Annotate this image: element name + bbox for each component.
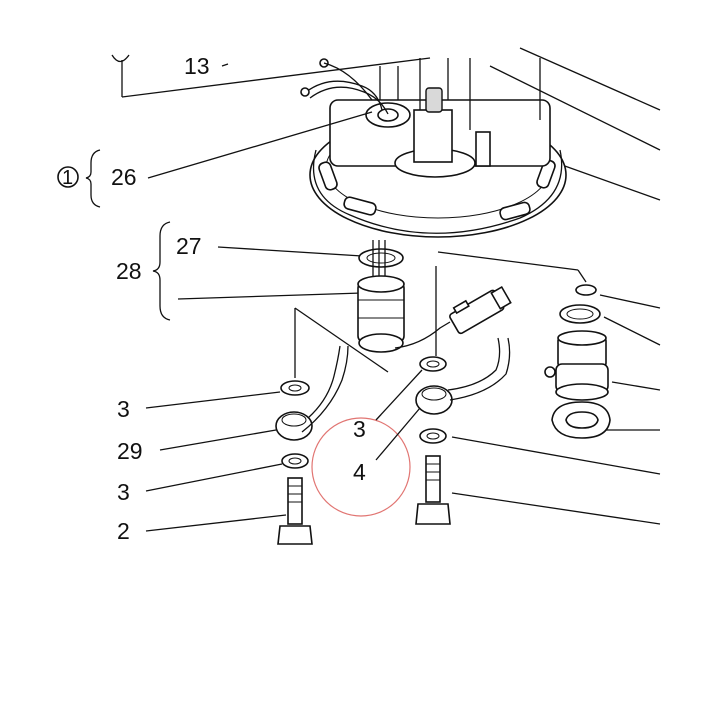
leader-right-9 xyxy=(451,492,661,525)
sensor-cable xyxy=(394,321,451,349)
leader-3-top xyxy=(145,391,281,409)
guide-flange xyxy=(437,251,579,271)
connector xyxy=(449,285,512,335)
label-13: 13 xyxy=(184,53,210,79)
leader-right-2 xyxy=(489,65,661,151)
pipe-4-b xyxy=(449,337,511,401)
label-3-bottom: 3 xyxy=(117,479,130,505)
label-29: 29 xyxy=(117,438,143,464)
leader-26 xyxy=(147,111,373,179)
leader-3-bottom xyxy=(145,463,283,492)
guide-diag-1 xyxy=(294,307,389,373)
washer-3-right xyxy=(419,356,447,372)
brace-28 xyxy=(152,221,171,321)
label-28: 28 xyxy=(116,258,142,284)
o-ring-large xyxy=(559,304,601,324)
brace-26 xyxy=(85,149,101,208)
banjo-fitting-4 xyxy=(415,385,453,415)
retaining-clip xyxy=(551,401,611,439)
banjo-fitting-29 xyxy=(275,411,313,441)
leader-4 xyxy=(375,407,421,461)
leader-right-1 xyxy=(519,47,661,111)
o-ring-27 xyxy=(358,248,404,268)
washer-3-lower xyxy=(281,453,309,469)
pump-flange xyxy=(300,58,567,238)
pipe-29 xyxy=(307,345,341,419)
leader-28 xyxy=(177,292,363,300)
leader-right-5 xyxy=(603,316,661,346)
leader-right-6 xyxy=(611,381,661,391)
o-ring-small xyxy=(575,284,597,296)
label-3-top: 3 xyxy=(117,396,130,422)
circled-number: 1 xyxy=(62,167,73,189)
top-bracket-arc xyxy=(111,54,130,63)
leader-2 xyxy=(145,514,287,532)
guide-flange-2 xyxy=(577,269,587,283)
highlight-circle xyxy=(311,417,411,517)
sensor-28 xyxy=(357,275,405,353)
leader-27 xyxy=(217,246,363,257)
leader-right-3 xyxy=(547,159,661,201)
bolt-right xyxy=(415,455,451,525)
label-2: 2 xyxy=(117,518,130,544)
label-26: 26 xyxy=(111,164,137,190)
washer-3-upper xyxy=(280,380,310,396)
label-27: 27 xyxy=(176,233,202,259)
circled-number-marker xyxy=(57,166,79,188)
pressure-regulator xyxy=(544,330,609,401)
washer-lower-right xyxy=(419,428,447,444)
dash-13 xyxy=(221,63,229,67)
leader-top xyxy=(121,57,431,98)
label-3-center: 3 xyxy=(353,416,366,442)
label-4: 4 xyxy=(353,459,366,485)
pipe-4 xyxy=(447,337,501,391)
leader-right-8 xyxy=(451,436,661,475)
leader-29 xyxy=(159,429,277,451)
bolt-2 xyxy=(277,477,313,545)
leader-right-4 xyxy=(599,294,661,309)
leader-3-center xyxy=(375,369,423,421)
pipe-29-b xyxy=(301,345,349,433)
